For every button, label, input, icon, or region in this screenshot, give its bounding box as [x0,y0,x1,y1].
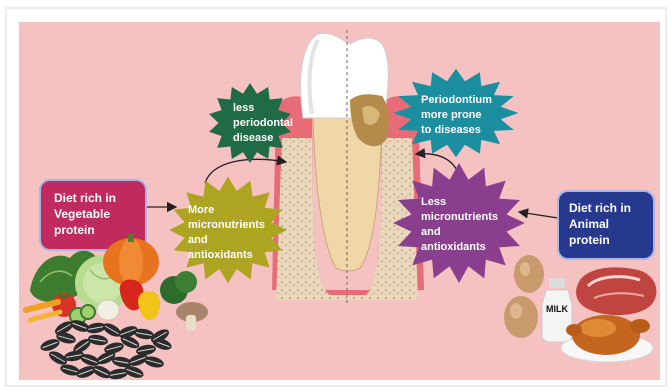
less-micronutrients-line-4: antioxidants [421,241,486,253]
periodontium-line-2: more prone [421,109,482,121]
periodontium-line-3: to diseases [421,124,481,136]
less-micronutrients-line-3: and [421,226,441,238]
vegetable-box-line-1: Diet rich in [54,191,116,205]
animal-box-line-3: protein [569,233,610,247]
vegetable-box-line-3: protein [54,223,95,237]
steak-icon [576,267,656,315]
more-micronutrients-line-4: antioxidants [188,249,253,261]
less-micronutrients-line-1: Less [421,196,446,208]
more-micronutrients-line-2: micronutrients [188,219,265,231]
less-disease-line-2: periodontal [233,117,293,129]
animal-diet-box: Diet rich in Animal protein [558,191,654,259]
less-disease-line-3: disease [233,132,273,144]
periodontium-line-1: Periodontium [421,94,492,106]
more-micronutrients-line-1: More [188,204,214,216]
milk-label: MILK [546,304,568,314]
more-micronutrients-line-3: and [188,234,208,246]
less-disease-line-1: less [233,102,254,114]
vegetable-box-line-2: Vegetable [54,207,110,221]
star-less-micronutrients [393,163,525,283]
less-micronutrients-line-2: micronutrients [421,211,498,223]
animal-box-line-1: Diet rich in [569,201,631,215]
animal-box-line-2: Animal [569,217,609,231]
